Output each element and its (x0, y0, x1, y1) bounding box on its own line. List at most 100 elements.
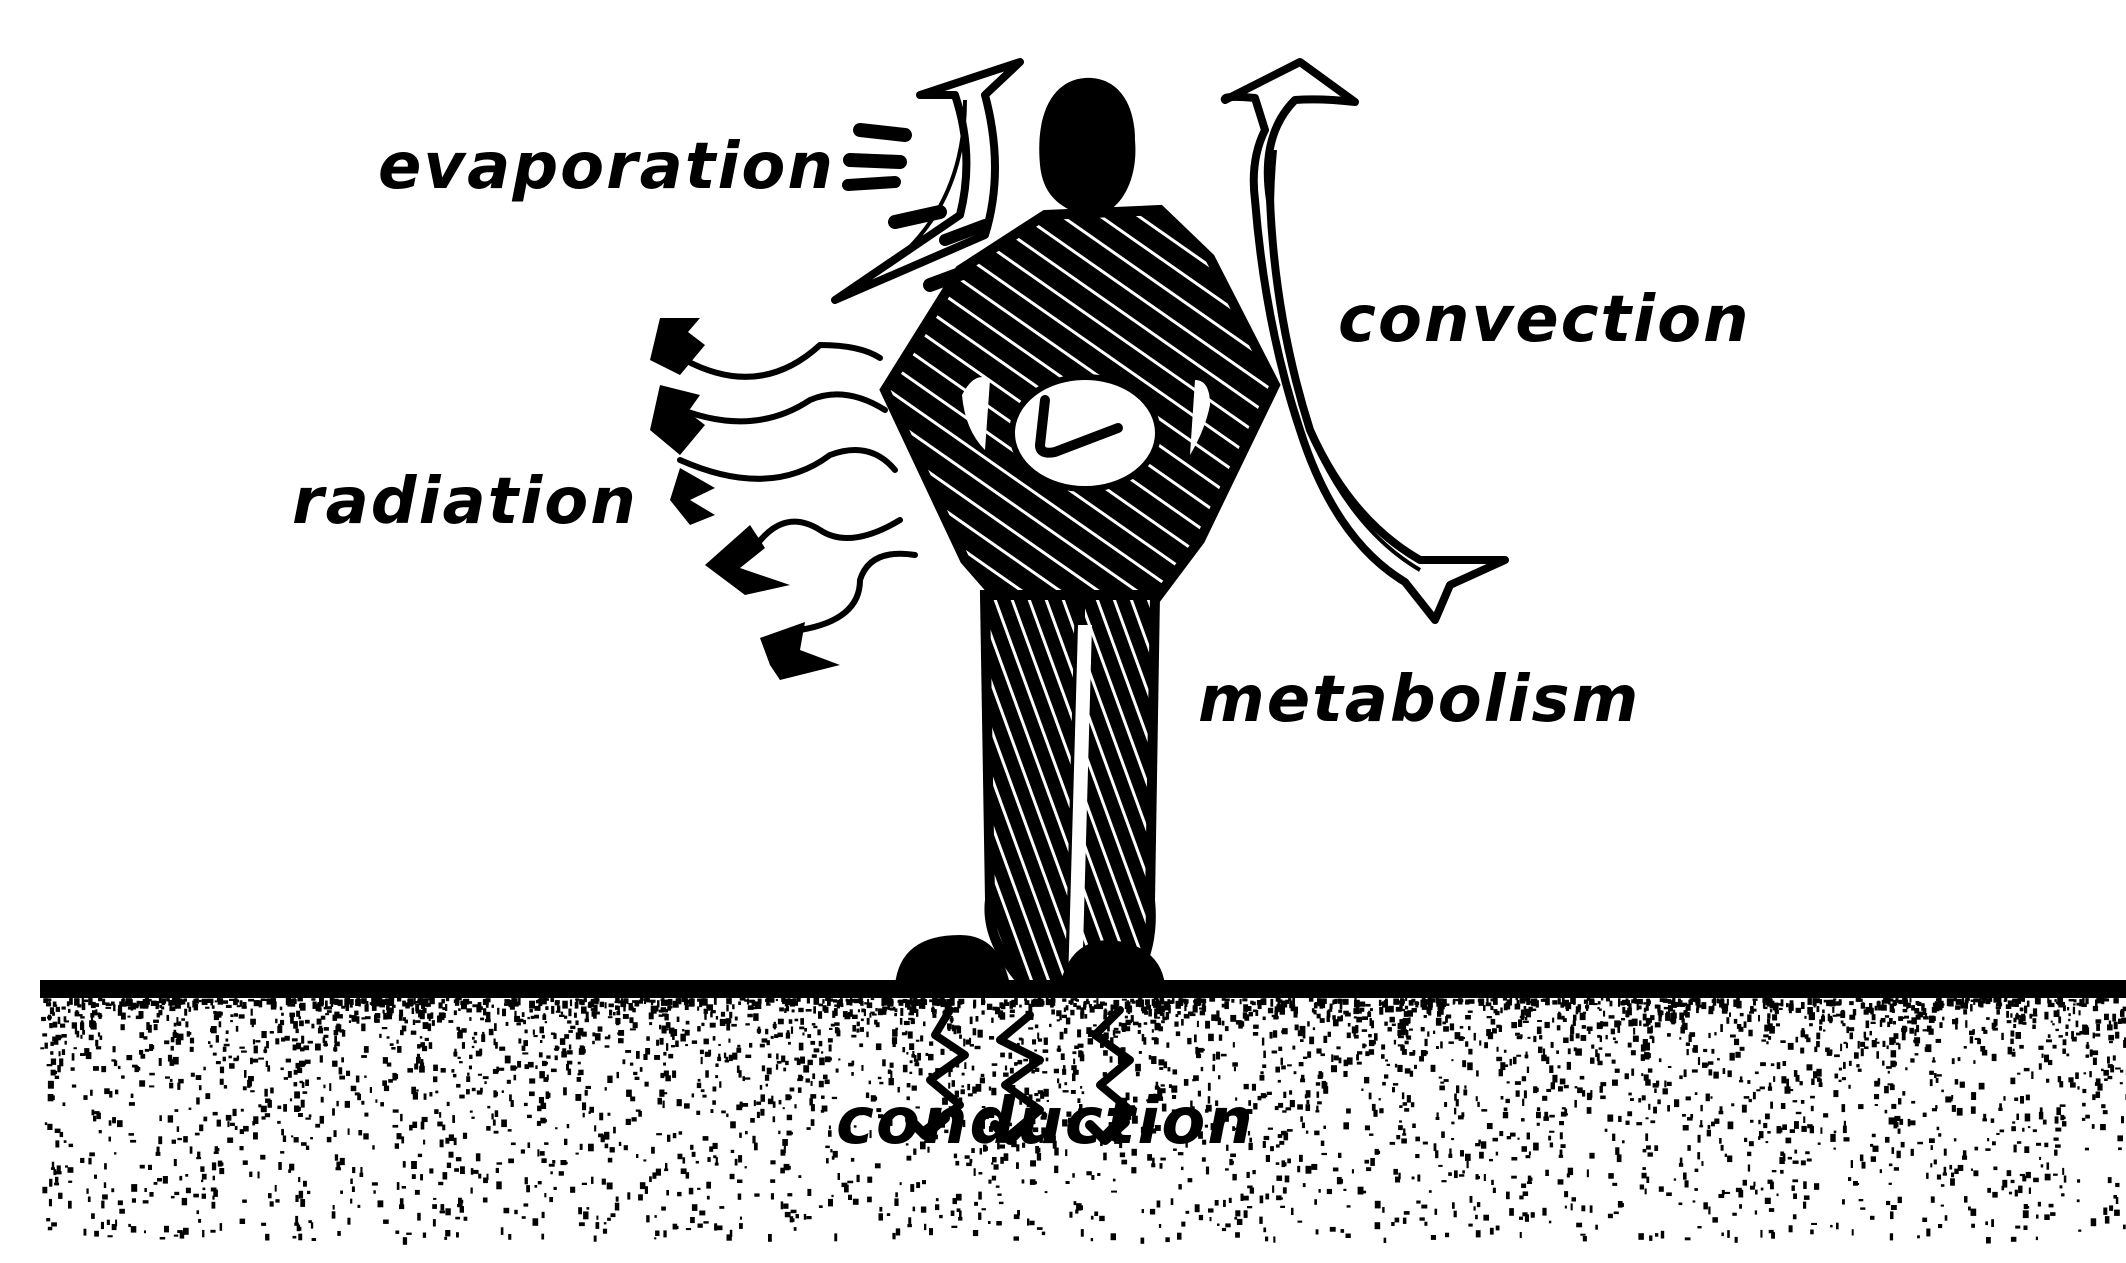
ground-speck (525, 1030, 528, 1034)
ground-speck (1094, 1212, 1098, 1217)
ground-speck (1687, 1049, 1689, 1055)
ground-speck (799, 1043, 804, 1051)
ground-speck (677, 998, 681, 1001)
ground-speck (1040, 1001, 1044, 1006)
ground-speck (664, 1169, 668, 1172)
ground-speck (1421, 1027, 1425, 1031)
ground-speck (1564, 1085, 1569, 1088)
ground-speck (516, 1023, 521, 1026)
ground-speck (972, 1066, 975, 1071)
ground-speck (616, 1197, 619, 1202)
ground-speck (55, 1140, 59, 1147)
ground-speck (357, 1016, 360, 1024)
ground-speck (1748, 1165, 1750, 1172)
ground-speck (469, 1055, 472, 1059)
ground-speck (2023, 1210, 2029, 1218)
ground-speck (361, 1101, 364, 1105)
ground-speck (2086, 1045, 2090, 1049)
ground-speck (2062, 1049, 2066, 1054)
ground-speck (1265, 1237, 1268, 1242)
ground-speck (882, 1059, 886, 1066)
ground-speck (297, 1068, 302, 1074)
ground-speck (1510, 1059, 1512, 1066)
ground-speck (548, 1093, 550, 1098)
ground-speck (570, 1187, 575, 1193)
ground-speck (454, 1049, 456, 1057)
ground-speck (979, 1172, 983, 1175)
ground-speck (1024, 998, 1027, 1001)
ground-speck (275, 1038, 279, 1044)
ground-speck (325, 1013, 329, 1015)
ground-speck (1732, 1213, 1737, 1216)
ground-speck (1770, 1102, 1773, 1109)
ground-speck (1526, 998, 1530, 1005)
ground-speck (1692, 1069, 1698, 1072)
ground-speck (372, 1005, 377, 1011)
ground-speck (1633, 1028, 1635, 1035)
ground-speck (1131, 1167, 1136, 1173)
ground-speck (1542, 1096, 1547, 1101)
ground-speck (902, 1047, 905, 1052)
ground-speck (1970, 1036, 1973, 1043)
ground-speck (646, 1215, 649, 1222)
ground-speck (48, 998, 50, 1004)
ground-speck (713, 1036, 716, 1041)
ground-speck (101, 1066, 106, 1072)
ground-speck (1584, 1000, 1588, 1004)
ground-speck (1252, 1170, 1255, 1174)
ground-speck (1241, 1194, 1244, 1201)
ground-speck (655, 1215, 657, 1218)
ground-speck (1216, 1011, 1219, 1019)
ground-speck (320, 1116, 324, 1124)
ground-speck (1628, 1043, 1632, 1048)
ground-speck (1543, 1116, 1549, 1121)
ground-speck (75, 1028, 77, 1035)
ground-speck (1601, 998, 1603, 1001)
ground-speck (1709, 1069, 1713, 1075)
ground-speck (737, 1180, 742, 1184)
ground-speck (640, 998, 643, 1001)
ground-speck (2011, 1180, 2015, 1183)
ground-speck (202, 1230, 204, 1237)
ground-speck (713, 1087, 717, 1092)
ground-speck (302, 1082, 305, 1088)
ground-speck (1704, 1064, 1708, 1067)
ground-speck (1560, 1079, 1566, 1085)
ground-speck (661, 1001, 667, 1006)
ground-speck (301, 1036, 304, 1044)
ground-speck (1701, 1161, 1703, 1166)
ground-speck (1714, 1032, 1716, 1035)
ground-speck (857, 1175, 860, 1182)
ground-speck (1804, 1016, 1806, 1019)
ground-speck (413, 1020, 415, 1025)
ground-speck (554, 1187, 557, 1190)
ground-speck (911, 1018, 915, 1024)
ground-speck (1400, 1009, 1405, 1011)
ground-speck (1891, 1050, 1897, 1057)
ground-speck (1576, 1033, 1580, 1038)
ground-speck (1336, 1046, 1340, 1049)
ground-speck (1396, 1135, 1400, 1139)
ground-speck (701, 1023, 704, 1026)
ground-speck (217, 1120, 221, 1127)
ground-speck (288, 1169, 291, 1173)
ground-speck (1708, 1125, 1711, 1129)
ground-speck (766, 1003, 770, 1005)
ground-speck (1360, 1002, 1366, 1007)
ground-speck (346, 1071, 350, 1076)
ground-speck (1113, 1036, 1118, 1038)
ground-speck (692, 1040, 697, 1044)
ground-speck (904, 1021, 910, 1025)
ground-speck (1971, 1106, 1976, 1113)
ground-speck (419, 1066, 425, 1073)
ground-speck (1701, 1002, 1706, 1009)
ground-speck (1811, 1223, 1817, 1225)
ground-speck (250, 1090, 255, 1092)
ground-speck (828, 1130, 832, 1137)
ground-speck (544, 1142, 548, 1145)
ground-speck (1010, 1003, 1016, 1008)
ground-speck (819, 1058, 825, 1066)
ground-speck (1896, 1122, 1899, 1127)
ground-speck (1344, 1060, 1349, 1067)
ground-speck (212, 1162, 216, 1170)
